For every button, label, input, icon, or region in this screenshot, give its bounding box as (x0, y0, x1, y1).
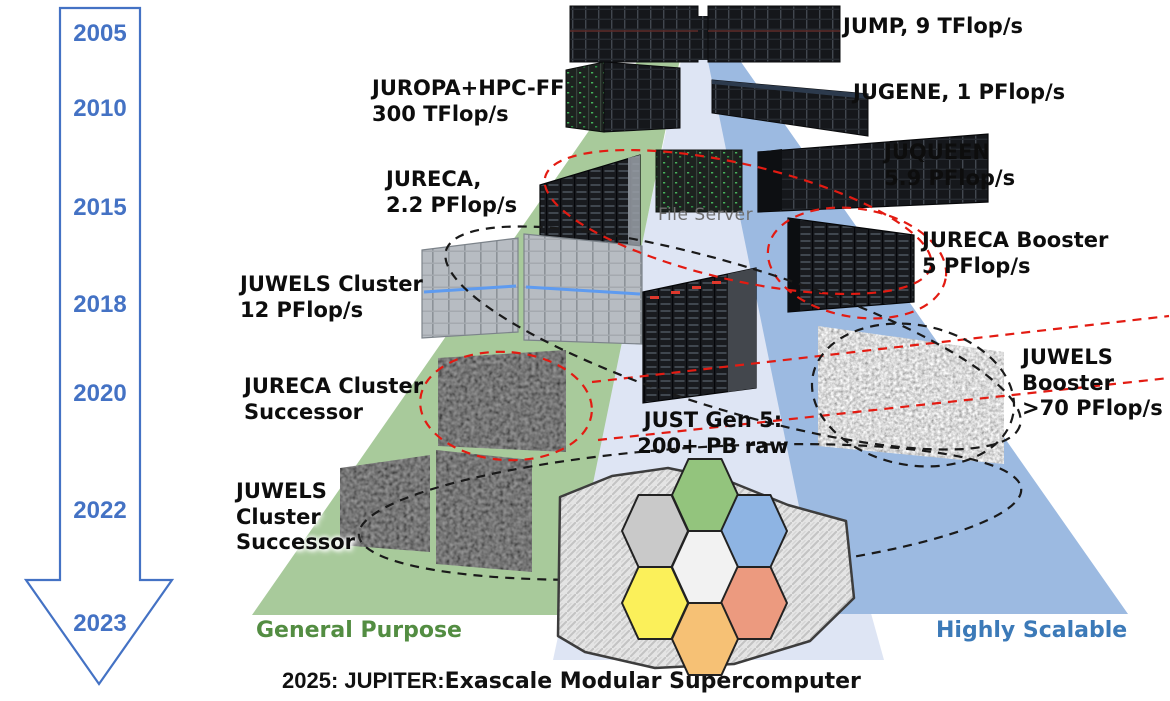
juropa-system-image (565, 61, 681, 133)
jupiter-footer-title-suffix: Exascale Modular Supercomputer (444, 669, 861, 694)
jureca-successor-label: JURECA Cluster Successor (244, 374, 424, 424)
file-server-label: File Server (658, 205, 754, 225)
highly-scalable-caption: Highly Scalable (936, 618, 1128, 643)
timeline-year-2015: 2015 (73, 194, 127, 221)
jugene-system-image (711, 79, 869, 137)
jureca-system-image (539, 154, 641, 250)
jupiter-footer-title-prefix: 2025: JUPITER: (282, 668, 445, 693)
jureca-modular-outline (543, 148, 933, 296)
juwels-cluster-system-image (421, 233, 643, 345)
jugene-label: JUGENE, 1 PFlop/s (853, 80, 1066, 104)
just-storage-image (642, 267, 757, 404)
module-outlines (357, 148, 1170, 582)
timeline-arrow (23, 6, 175, 686)
jureca-successor-system-image (438, 350, 566, 452)
jupiter-footer-title: 2025: JUPITER:Exascale Modular Supercomp… (282, 668, 861, 694)
timeline-year-2005: 2005 (73, 20, 127, 47)
timeline-year-2010: 2010 (73, 95, 127, 122)
jureca-booster-system-image (787, 217, 915, 313)
file-server-image (655, 149, 743, 213)
jump-system-image (569, 5, 841, 63)
juwels-booster-label: JUWELS Booster >70 PFlop/s (1022, 345, 1163, 421)
jureca-successor-outline (419, 350, 593, 462)
jureca-label: JURECA, 2.2 PFlop/s (386, 167, 518, 217)
juwels-modular-outline (444, 225, 1022, 451)
juwels-successor-system-image (340, 450, 532, 572)
juqueen-system-image (757, 133, 989, 213)
juwels-successor-modular-outline (357, 442, 1023, 582)
jupiter-module-sketch (556, 458, 856, 676)
juropa-label: JUROPA+HPC-FF 300 TFlop/s (372, 76, 565, 126)
jureca-booster-label: JURECA Booster 5 PFlop/s (922, 228, 1109, 278)
jureca-successor-link-line-1 (591, 314, 1170, 384)
timeline-year-2022: 2022 (73, 497, 127, 524)
general-purpose-caption: General Purpose (256, 618, 462, 643)
juwels-booster-outline (810, 322, 1016, 468)
juwels-cluster-label: JUWELS Cluster 12 PFlop/s (240, 272, 423, 322)
timeline-year-2020: 2020 (73, 380, 127, 407)
jump-label: JUMP, 9 TFlop/s (843, 14, 1024, 38)
just-label: JUST Gen 5: 200+ PB raw (637, 408, 789, 458)
jureca-booster-outline (766, 206, 948, 320)
timeline-year-2018: 2018 (73, 291, 127, 318)
juwels-successor-label: JUWELS Cluster Successor (236, 479, 355, 555)
hexagon-bottom (671, 602, 739, 676)
juwels-booster-system-image (818, 326, 1004, 464)
timeline-year-2023: 2023 (73, 610, 127, 637)
juqueen-label: JUQUEEN 5.9 PFlop/s (884, 140, 1016, 190)
